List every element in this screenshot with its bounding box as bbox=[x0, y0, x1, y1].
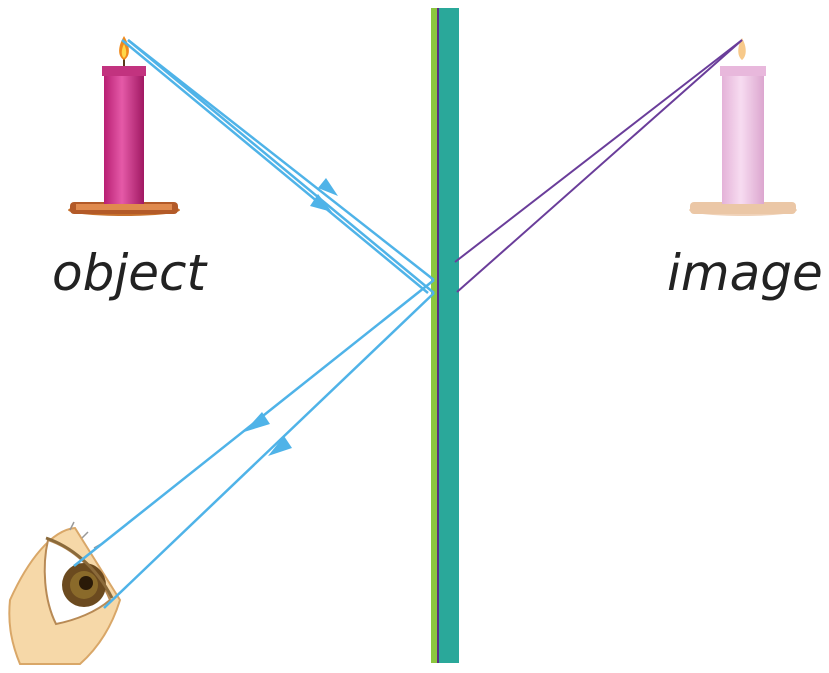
incident-rays bbox=[121, 39, 435, 294]
virtual-rays bbox=[454, 39, 743, 293]
image-candle-icon bbox=[689, 38, 797, 216]
plane-mirror bbox=[431, 8, 459, 663]
object-label: object bbox=[52, 244, 207, 302]
observer-eye-icon bbox=[8, 521, 122, 665]
incident-ray-arrows bbox=[310, 178, 338, 212]
image-label: image bbox=[667, 244, 823, 302]
object-candle-icon bbox=[68, 36, 180, 216]
reflected-rays bbox=[73, 279, 435, 609]
reflected-ray-arrows bbox=[244, 412, 292, 456]
